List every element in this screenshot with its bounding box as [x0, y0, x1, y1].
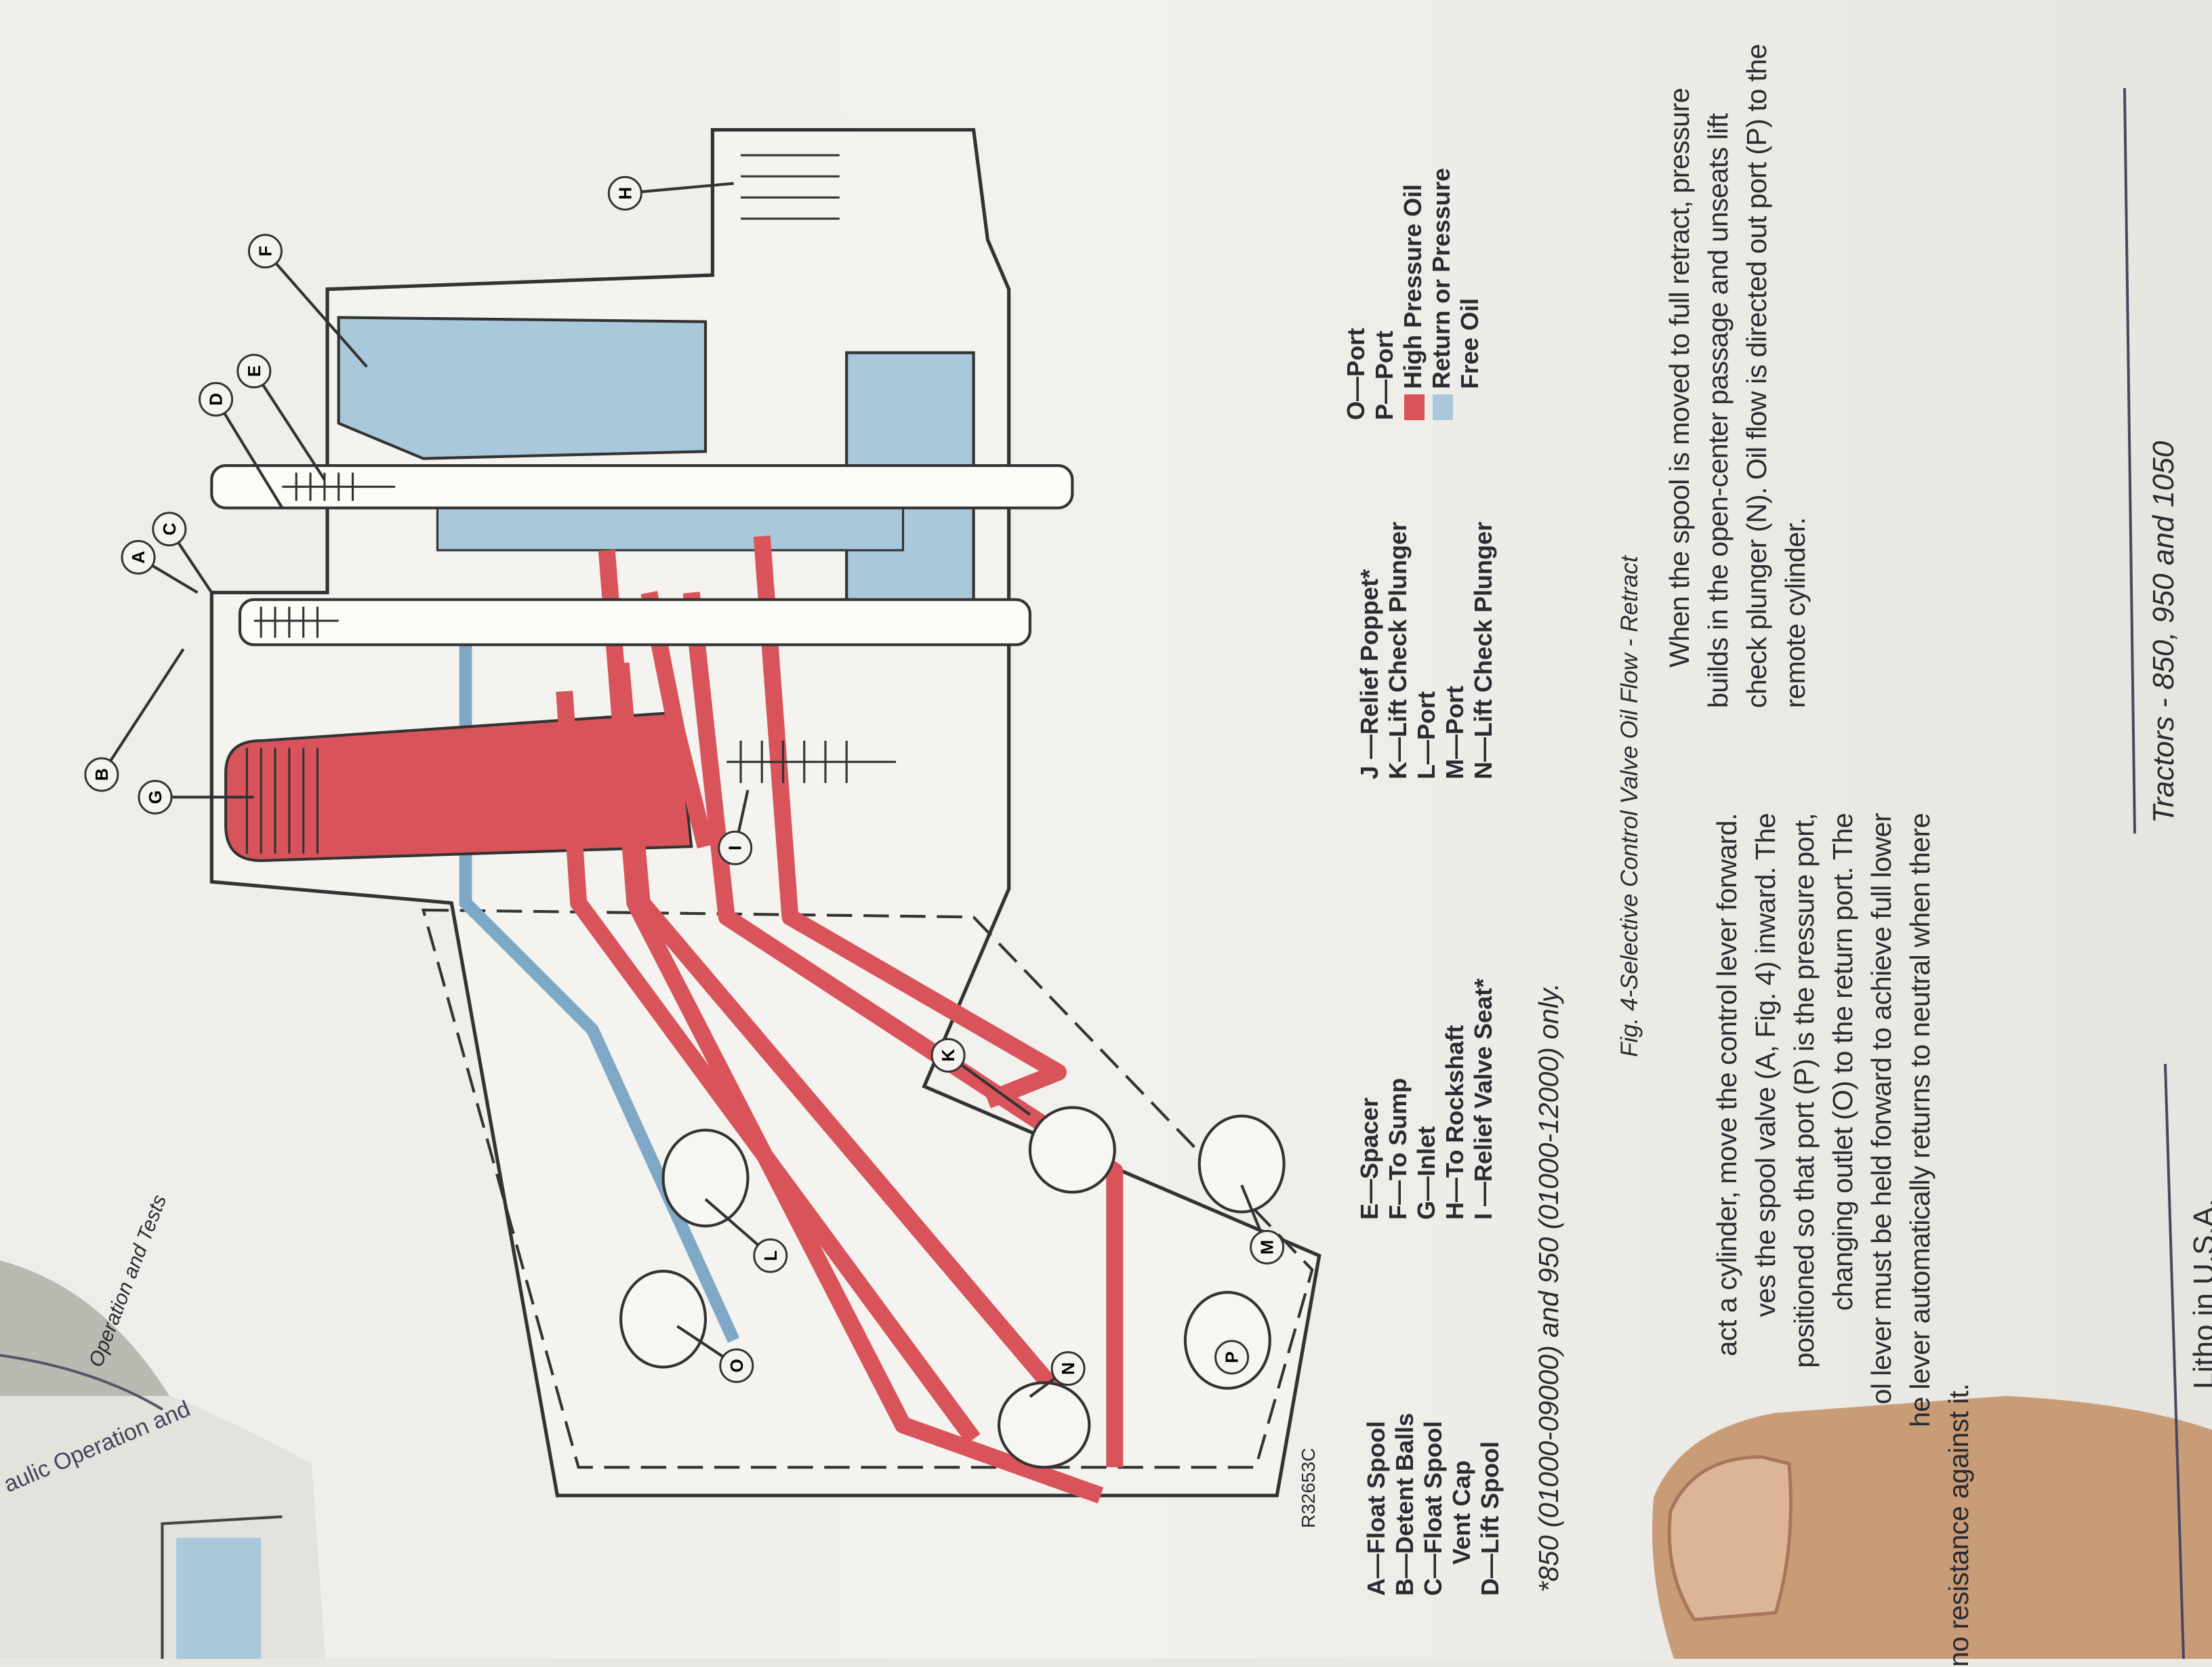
callout-circle [199, 382, 234, 417]
callout-circle [152, 512, 187, 547]
pressure-passages [556, 535, 1124, 1504]
paragraph-line: ol lever must be held forward to achieve… [1866, 813, 1897, 1405]
legend-item: J —Relief Poppet* [1355, 569, 1383, 779]
ports [619, 1106, 1286, 1469]
legend-item: K—Lift Check Plunger [1384, 521, 1412, 779]
callout-letter: O [726, 1359, 747, 1372]
legend-item: H—To Rockshaft [1441, 1025, 1469, 1220]
legend-oil-return: Return or Pressure [1427, 168, 1456, 420]
callout-letter: C [159, 522, 180, 535]
callout-circle [930, 1037, 966, 1073]
footer-litho: Litho in U.S.A. [2188, 1198, 2212, 1389]
paragraph-line: ves the spool valve (A, Fig. 4) inward. … [1750, 813, 1781, 1317]
return-channel [436, 506, 905, 552]
paragraph-line: no resistance against it. [1943, 1383, 1974, 1667]
legend-item: Free Oil [1456, 297, 1483, 389]
high-pressure-swatch [1404, 394, 1425, 420]
springs [253, 472, 897, 783]
paragraph-line: When the spool is moved to full retract,… [1664, 87, 1695, 667]
legend-item: O—Port [1342, 327, 1370, 420]
callout-circle [1050, 1351, 1086, 1386]
callout-circle [718, 830, 753, 865]
figure-code: R32653C [1298, 1447, 1319, 1528]
legend-item: Vent Cap [1448, 1460, 1475, 1565]
callout-letter: L [760, 1250, 781, 1261]
paragraph-line: remote cylinder. [1780, 517, 1811, 708]
legend-item: B—Detent Balls [1391, 1412, 1418, 1596]
legend-item: I —Relief Valve Seat* [1469, 978, 1497, 1220]
paragraph-line: builds in the open-center passage and un… [1702, 113, 1734, 708]
rockshaft-threads [741, 154, 840, 220]
callout-letter: E [244, 365, 264, 377]
callout-letter: G [145, 790, 165, 804]
legend-col-3: J —Relief Poppet* K—Lift Check Plunger L… [1355, 522, 1498, 779]
callout-letter: H [615, 187, 635, 200]
callout-circles: A B C D E F G H I K L M N O P [84, 176, 1285, 1386]
return-swatch [1433, 394, 1454, 420]
figure-footnote: *850 (01000-09000) and 950 (01000-12000)… [1533, 983, 1564, 1592]
footer-title: Tractors - 850, 950 and 1050 [2147, 440, 2180, 823]
facing-page-outline [161, 1515, 283, 1659]
paragraph-line: act a cylinder, move the control lever f… [1711, 813, 1742, 1357]
legend-item: G—Inlet [1412, 1126, 1440, 1220]
legend-item: M—Port [1441, 686, 1469, 779]
callout-letter: N [1058, 1362, 1078, 1375]
callout-letter: K [938, 1049, 958, 1062]
callout-circle [237, 354, 272, 389]
paragraph-line: positioned so that port (P) is the press… [1788, 813, 1820, 1368]
finger [1652, 1396, 2212, 1659]
callout-letter: F [255, 246, 275, 257]
legend-oil-high: High Pressure Oil [1399, 168, 1427, 420]
legend-col-2: E—Spacer F—To Sump G—Inlet H—To Rockshaf… [1355, 979, 1498, 1220]
callout-circle [247, 234, 283, 269]
callout-circle [1214, 1340, 1250, 1375]
legend-item: C—Float Spool [1419, 1421, 1447, 1596]
float-spool [238, 598, 1031, 646]
legend-item: N—Lift Check Plunger [1469, 521, 1497, 779]
footer-rule [2123, 87, 2136, 834]
callout-circle [753, 1238, 788, 1273]
legend-item: A—Float Spool [1362, 1421, 1390, 1596]
inlet-threads [245, 747, 319, 854]
legend-item: L—Port [1412, 691, 1440, 779]
legend-col-4: O—Port P—Port High Pressure Oil Return o… [1342, 168, 1484, 420]
left-paragraph: act a cylinder, move the control lever f… [1708, 813, 1978, 1667]
legend-item: D—Lift Spool [1476, 1441, 1504, 1596]
right-paragraph: When the spool is moved to full retract,… [1660, 44, 1815, 708]
legend-item: High Pressure Oil [1399, 184, 1427, 389]
paragraph-line: he lever automatically returns to neutra… [1904, 813, 1936, 1428]
facing-page-rule [0, 1354, 164, 1411]
callout-circle [138, 779, 173, 815]
legend-item: Return or Pressure [1427, 167, 1455, 389]
callout-circle [719, 1348, 754, 1383]
figure-caption: Fig. 4-Selective Control Valve Oil Flow … [1616, 556, 1643, 1057]
callout-circle [607, 176, 642, 211]
callout-letter: B [91, 768, 112, 781]
dashed-outline [421, 908, 1314, 1469]
callout-letter: M [1257, 1240, 1277, 1255]
lift-spool [210, 464, 1074, 510]
footer-rule-2 [2164, 1063, 2185, 1659]
callout-letter: D [206, 393, 226, 406]
callout-circle [1250, 1229, 1285, 1264]
sump-return-area [337, 316, 708, 460]
facing-page-blue-area [176, 1538, 262, 1659]
callout-circle [84, 757, 119, 792]
callout-letter: A [128, 551, 148, 564]
legend-item: F—To Sump [1384, 1077, 1412, 1220]
callout-letter: I [725, 846, 745, 850]
legend-item: E—Spacer [1355, 1097, 1383, 1220]
paragraph-line: check plunger (N). Oil flow is directed … [1741, 44, 1772, 708]
legend-col-1: A—Float Spool B—Detent Balls C—Float Spo… [1362, 1413, 1504, 1596]
callout-circle [121, 539, 156, 575]
fingernail [1667, 1455, 1793, 1622]
paragraph-line: changing outlet (O) to the return port. … [1827, 813, 1858, 1311]
legend-item: P—Port [1370, 330, 1398, 420]
callout-letter: P [1222, 1351, 1242, 1363]
